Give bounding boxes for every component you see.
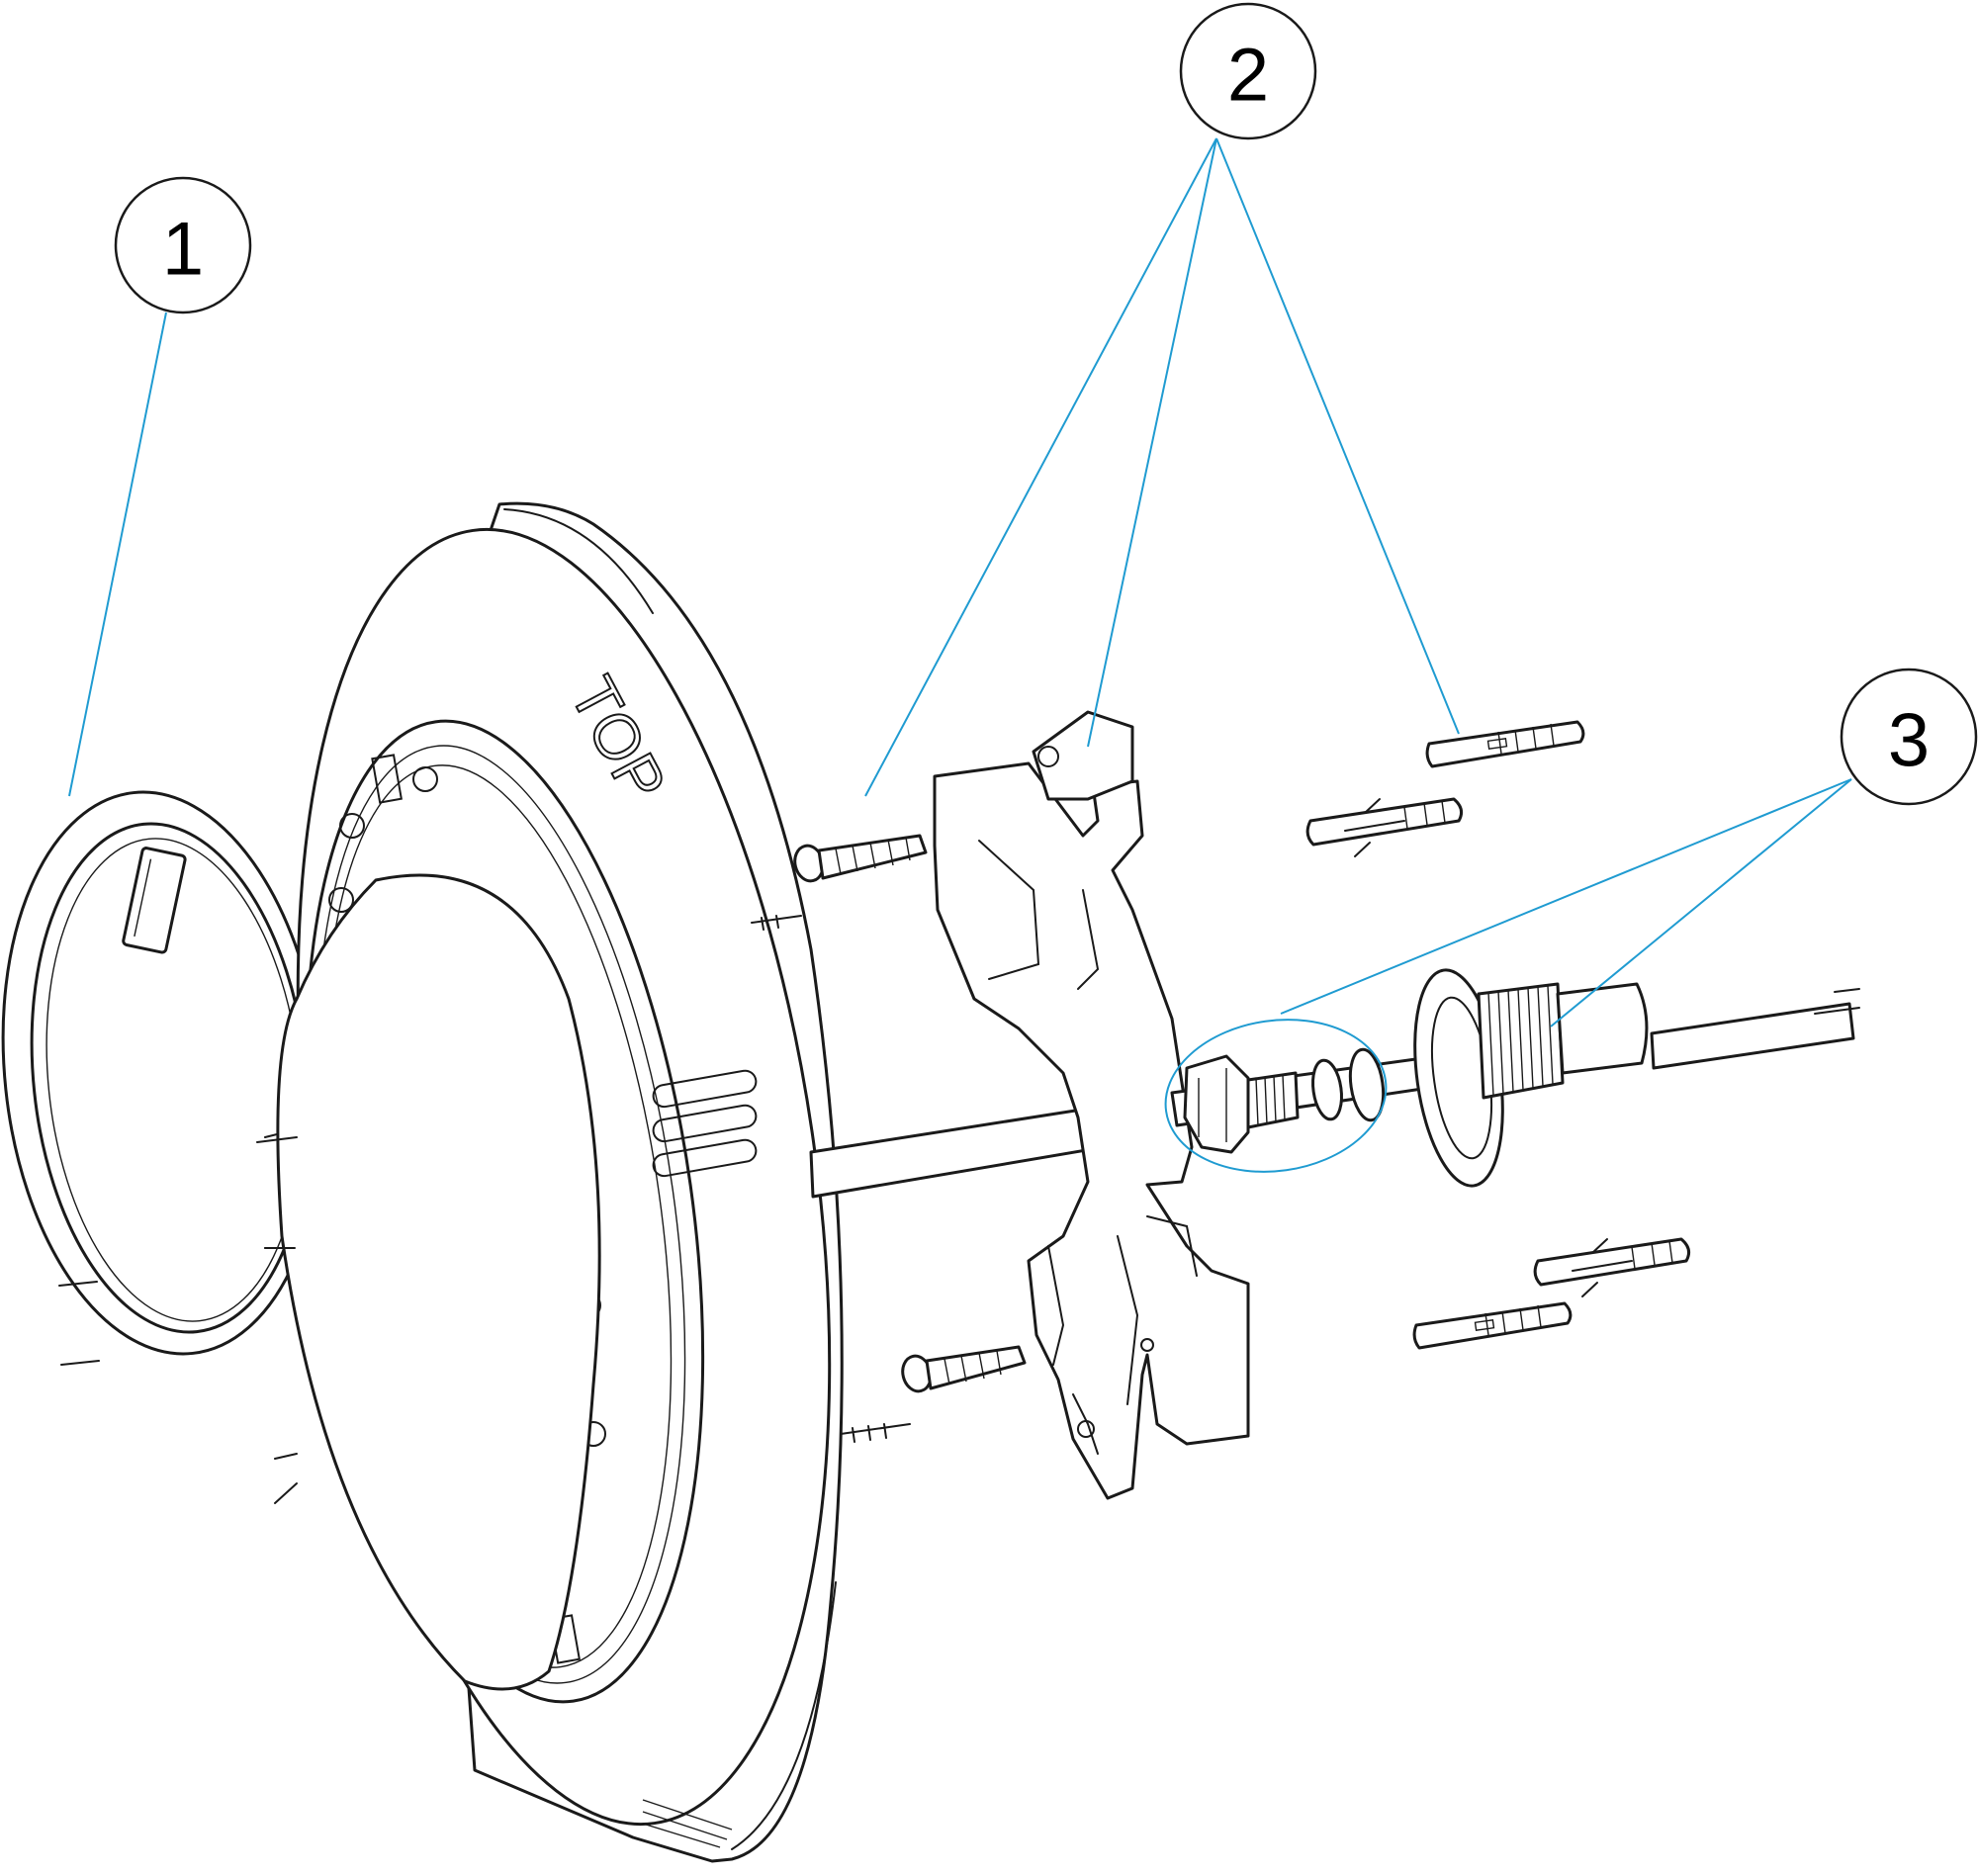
callout-3-label: 3 [1888,699,1930,783]
mounting-bracket [933,710,1250,1500]
leader-3b [1550,778,1852,1027]
leader-2c [1215,137,1460,735]
wall-plug-4 [1412,1301,1573,1350]
leader-lines [68,137,1852,1173]
gland-nut [1183,1054,1250,1154]
wall-plug-3 [1533,1237,1691,1297]
screw-bottom-back [840,1423,911,1443]
gland-thread [1246,1071,1300,1129]
callout-1-label: 1 [162,208,204,292]
screw-bottom [901,1345,1027,1393]
gland-body [1477,982,1649,1100]
callout-2-label: 2 [1227,34,1269,118]
callout-1: 1 [114,176,252,314]
wall-plug-2 [1305,797,1464,857]
lamp-housing: TOP [256,501,844,1863]
leader-2b [1087,137,1217,748]
leader-2a [864,137,1217,797]
screw-top [793,834,928,883]
wall-plugs [1305,720,1691,1350]
wall-plug-1 [1425,720,1585,768]
housing-vent-slots [642,1069,758,1848]
callout-3: 3 [1840,668,1978,806]
trim-ring-label-plate [122,847,187,954]
mounting-screws [751,834,1027,1443]
leader-3a [1280,778,1852,1015]
gland-seal [1311,1047,1386,1122]
callout-2: 2 [1179,2,1317,140]
leader-1 [68,312,167,797]
screw-top-back [751,915,802,931]
cable-gland-assembly [1170,968,1649,1188]
highlight-ellipse-gland [1164,1019,1388,1173]
